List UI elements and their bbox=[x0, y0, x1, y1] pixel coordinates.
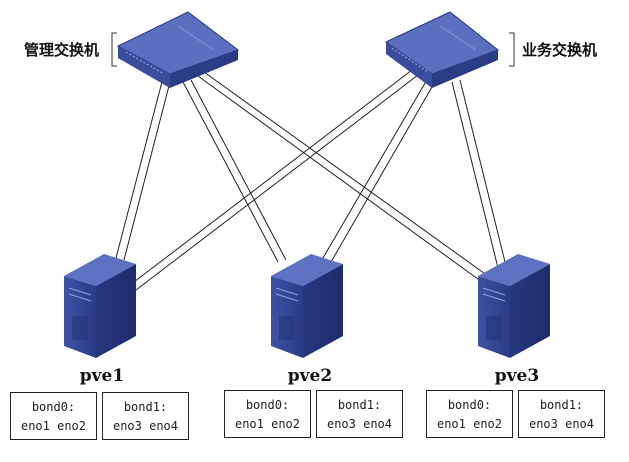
network-switch-icon bbox=[385, 11, 500, 88]
bond-interfaces: eno1 eno2 bbox=[436, 417, 503, 431]
link-mgmt-pve2 bbox=[182, 79, 287, 263]
cable-links bbox=[115, 69, 507, 291]
network-switch-icon bbox=[116, 11, 240, 88]
bond-box-pve3-bond1: bond1: eno3 eno4 bbox=[518, 390, 605, 438]
link-mgmt-pve1 bbox=[115, 77, 172, 261]
bond-box-pve3-bond0: bond0: eno1 eno2 bbox=[426, 390, 513, 438]
bond-box-pve2-bond0: bond0: eno1 eno2 bbox=[224, 390, 311, 438]
server-tower-icon bbox=[478, 254, 550, 358]
bond-box-pve1-bond0: bond0: eno1 eno2 bbox=[10, 392, 97, 440]
server-name-pve3: pve3 bbox=[494, 366, 540, 386]
bond-name: bond1: bbox=[337, 398, 382, 412]
bond-interfaces: eno1 eno2 bbox=[234, 417, 301, 431]
server-tower-icon bbox=[64, 254, 136, 358]
server-tower-icon bbox=[271, 254, 343, 358]
business-switch-label: 业务交换机 bbox=[522, 41, 598, 59]
bond-interfaces: eno3 eno4 bbox=[528, 417, 595, 431]
bond-interfaces: eno3 eno4 bbox=[112, 419, 179, 433]
label-bracket bbox=[111, 32, 117, 67]
bond-interfaces: eno3 eno4 bbox=[326, 417, 393, 431]
label-bracket bbox=[509, 32, 515, 67]
server-name-pve1: pve1 bbox=[79, 366, 125, 386]
bond-name: bond1: bbox=[123, 400, 168, 414]
management-switch-label: 管理交换机 bbox=[24, 41, 100, 59]
bond-interfaces: eno1 eno2 bbox=[20, 419, 87, 433]
link-biz-pve1 bbox=[129, 69, 419, 291]
link-mgmt-pve3 bbox=[197, 71, 489, 283]
bond-name: bond0: bbox=[447, 398, 492, 412]
bond-name: bond0: bbox=[31, 400, 76, 414]
link-biz-pve3 bbox=[451, 79, 507, 269]
bond-box-pve1-bond1: bond1: eno3 eno4 bbox=[102, 392, 189, 440]
bond-name: bond1: bbox=[539, 398, 584, 412]
server-name-pve2: pve2 bbox=[287, 366, 333, 386]
bond-box-pve2-bond1: bond1: eno3 eno4 bbox=[316, 390, 403, 438]
bond-name: bond0: bbox=[245, 398, 290, 412]
link-biz-pve2 bbox=[322, 77, 437, 263]
